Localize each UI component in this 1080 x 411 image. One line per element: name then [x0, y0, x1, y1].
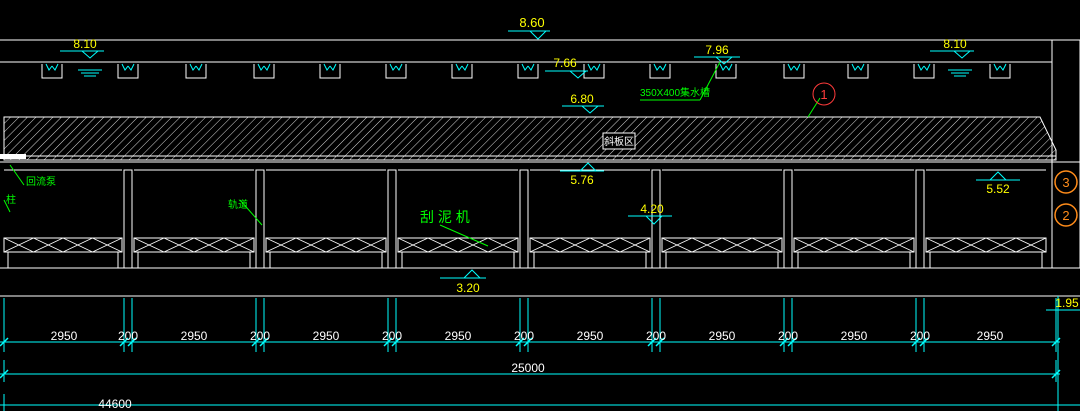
dim-bay-14: 200 [910, 329, 930, 343]
callout-1-text: 1 [820, 87, 827, 102]
sludge-pipe-label: 回流泵 [26, 175, 56, 188]
trough-12 [783, 63, 805, 79]
elev-plate-bottom: 5.76 [570, 173, 594, 187]
scraper-unit-6 [661, 169, 783, 269]
dim-bay-10: 200 [646, 329, 666, 343]
elev-top: 8.60 [519, 15, 544, 30]
trough-5 [319, 63, 341, 79]
elev-scraper-top: 4.20 [640, 202, 664, 216]
dim-bay-9: 2950 [577, 329, 604, 343]
callout-3: 3 [1054, 170, 1078, 194]
elev-trough-mid: 7.66 [553, 56, 577, 70]
elevation-markers [60, 30, 1020, 279]
column-3 [387, 169, 397, 269]
column-5 [651, 169, 661, 269]
trough-15 [989, 63, 1011, 79]
trough-1 [41, 63, 63, 79]
trough-label: 350X400集水槽 [640, 86, 710, 99]
trough-10 [649, 63, 671, 79]
rail-label: 轨道 [228, 198, 248, 211]
inclined-plate-zone [3, 116, 1057, 161]
scraper-unit-4 [397, 169, 519, 269]
trough-11 [715, 63, 737, 79]
elev-beam-right: 5.52 [986, 182, 1010, 196]
dim-bay-15: 2950 [977, 329, 1004, 343]
column-1 [123, 169, 133, 269]
dim-bay-3: 2950 [181, 329, 208, 343]
scraper-unit-5 [529, 169, 651, 269]
scraper-unit-3 [265, 169, 387, 269]
column-7 [915, 169, 925, 269]
scraper-unit-2 [133, 169, 255, 269]
water-surface-mark-1 [78, 69, 102, 77]
trough-2 [117, 63, 139, 79]
elev-ground-right: 1.95 [1055, 296, 1079, 310]
dim-bay-5: 2950 [313, 329, 340, 343]
elev-plate-top: 6.80 [570, 92, 594, 106]
plate-zone-label: 斜板区 [604, 135, 634, 148]
dim-total: 25000 [511, 361, 545, 375]
column-label: 柱 [6, 193, 16, 206]
scraper-unit-1 [3, 169, 123, 269]
dim-bay-8: 200 [514, 329, 534, 343]
water-surface-mark-2 [948, 69, 972, 77]
trough-6 [385, 63, 407, 79]
dimension-lines [0, 296, 1080, 411]
column-2 [255, 169, 265, 269]
dim-bay-12: 200 [778, 329, 798, 343]
trough-13 [847, 63, 869, 79]
plate-zone-box [602, 132, 636, 150]
elev-water-left: 8.10 [73, 37, 97, 51]
sludge-pipe-marker [0, 154, 26, 159]
trough-8 [517, 63, 539, 79]
dim-overall: 44600 [98, 397, 132, 411]
leader-lines [3, 61, 821, 247]
elev-water-right: 8.10 [943, 37, 967, 51]
dim-bay-11: 2950 [709, 329, 736, 343]
dim-bay-2: 200 [118, 329, 138, 343]
support-bays [3, 169, 1047, 269]
elev-floor: 3.20 [456, 281, 480, 295]
dim-bay-13: 2950 [841, 329, 868, 343]
dim-bay-6: 200 [382, 329, 402, 343]
scraper-unit-8 [925, 169, 1047, 269]
dim-bay-4: 200 [250, 329, 270, 343]
scraper-label: 刮 泥 机 [420, 209, 470, 225]
dim-bay-1: 2950 [51, 329, 78, 343]
callout-2: 2 [1054, 203, 1078, 227]
callout-3-text: 3 [1062, 175, 1069, 190]
scraper-unit-7 [793, 169, 915, 269]
dimension-ticks [0, 298, 1061, 411]
callout-2-text: 2 [1062, 208, 1069, 223]
trough-7 [451, 63, 473, 79]
dim-bay-7: 2950 [445, 329, 472, 343]
column-4 [519, 169, 529, 269]
trough-3 [185, 63, 207, 79]
elev-trough-top: 7.96 [705, 43, 729, 57]
trough-14 [913, 63, 935, 79]
column-6 [783, 169, 793, 269]
trough-4 [253, 63, 275, 79]
collection-troughs [41, 63, 1011, 79]
dimension-texts: 2950 200 2950 200 2950 200 2950 200 2950 200 2950 2… [51, 329, 1004, 343]
callout-1: 1 [812, 82, 836, 106]
